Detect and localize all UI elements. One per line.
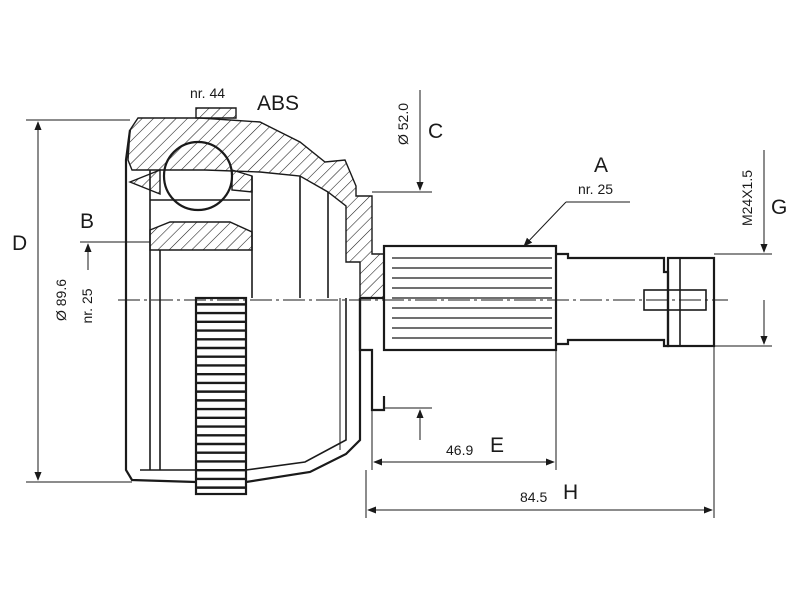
d-label: D: [12, 232, 27, 255]
abs-teeth-count: nr. 44: [190, 85, 225, 101]
abs-tone-ring: [194, 296, 248, 496]
dimension-c: Ø 52.0 C: [372, 90, 443, 440]
housing-top-shell: [127, 117, 385, 299]
abs-ring-body: [194, 296, 248, 496]
b-teeth: nr. 25: [79, 288, 95, 323]
b-label: B: [80, 210, 94, 233]
c-label: C: [428, 120, 443, 143]
e-label: E: [490, 434, 504, 457]
output-shaft: [358, 244, 716, 412]
thread-end: [666, 256, 716, 348]
g-value: M24X1.5: [739, 170, 755, 226]
a-label: A: [594, 154, 608, 177]
h-label: H: [563, 481, 578, 504]
spline-ridges: [392, 257, 552, 339]
abs-annotation: nr. 44 ABS: [190, 85, 299, 115]
cage-wedge-right: [231, 169, 253, 193]
dimension-b: B nr. 25: [79, 210, 150, 324]
joint-housing: [124, 107, 385, 484]
g-label: G: [771, 196, 787, 219]
e-value: 46.9: [446, 442, 473, 458]
c-value: Ø 52.0: [395, 103, 411, 145]
inner-race-section: [149, 221, 253, 251]
h-value: 84.5: [520, 489, 547, 505]
d-value: Ø 89.6: [53, 279, 69, 321]
a-teeth: nr. 25: [578, 181, 613, 197]
housing-outline: [124, 129, 362, 484]
a-leader-diag: [523, 201, 567, 247]
abs-stud: [195, 107, 237, 119]
spline-a-annotation: A nr. 25: [523, 154, 630, 247]
dimension-e: 46.9 E: [371, 350, 557, 470]
abs-label: ABS: [257, 92, 299, 115]
dimension-d: D Ø 89.6: [12, 119, 132, 483]
dimension-g: M24X1.5 G: [714, 150, 787, 347]
cage-wedge-left: [128, 168, 161, 196]
spline-body: [382, 244, 558, 352]
dimension-h: 84.5 H: [365, 346, 715, 518]
neck-outline: [358, 296, 386, 412]
